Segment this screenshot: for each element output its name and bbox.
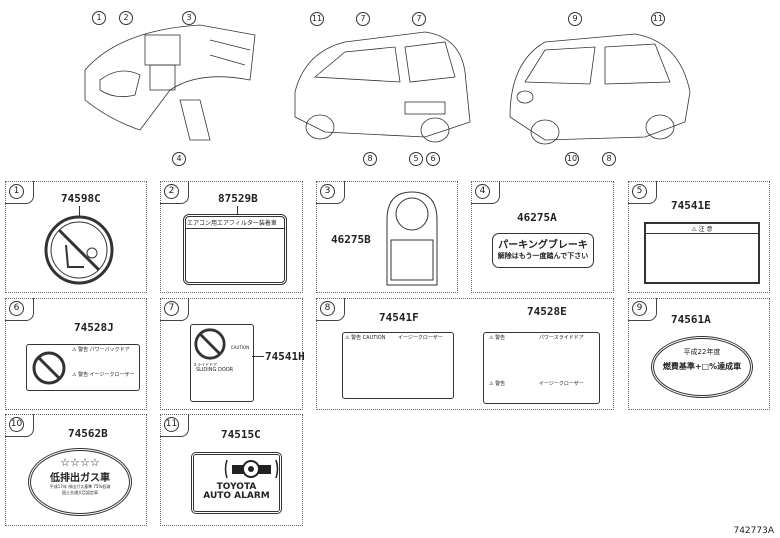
no-hand-icon bbox=[194, 328, 226, 360]
fuel-economy-label: 平成22年度 燃費基準+□%達成車 bbox=[651, 336, 753, 398]
panel-number: 5 bbox=[632, 184, 647, 199]
panel-11: 11 74515C TOYOTA AUTO ALARM bbox=[160, 414, 303, 526]
sliding-door-label: CAUTION スライドドア SLIDING DOOR bbox=[190, 324, 254, 402]
panel-3: 3 46275B bbox=[316, 181, 458, 293]
callout-5: 5 bbox=[409, 152, 423, 166]
door-jp-text: スライドドア bbox=[193, 362, 217, 367]
stars: ☆☆☆☆ bbox=[60, 456, 100, 469]
callout-10: 10 bbox=[565, 152, 579, 166]
panel-7: 7 74541H CAUTION スライドドア SLIDING DOOR bbox=[160, 298, 305, 410]
panel-10: 10 74562B ☆☆☆☆ 低排出ガス車 平成17年 排出ガス基準 75%低減… bbox=[5, 414, 147, 526]
panel-9: 9 74561A 平成22年度 燃費基準+□%達成車 bbox=[628, 298, 770, 410]
panel-number: 11 bbox=[164, 417, 179, 432]
callout-4: 4 bbox=[172, 152, 186, 166]
car-rear-illustration bbox=[509, 33, 691, 145]
callout-7b: 7 bbox=[412, 12, 426, 26]
label-title: イージークローザー bbox=[398, 335, 443, 341]
callout-3: 3 bbox=[182, 11, 196, 25]
label-line: 解除はもう一度踏んで下さい bbox=[497, 252, 589, 260]
caution-text: ⚠ 警告 CAUTION bbox=[345, 335, 386, 341]
panel-5: 5 74541E ⚠ 注 意 bbox=[628, 181, 770, 293]
part-number[interactable]: 74515C bbox=[221, 428, 261, 441]
part-number[interactable]: 74541F bbox=[379, 311, 419, 324]
label-line: TOYOTA bbox=[216, 482, 257, 492]
label-line: AUTO ALARM bbox=[203, 491, 270, 501]
callout-1: 1 bbox=[92, 11, 106, 25]
label-row: ⚠ 警告 パワーバックドア bbox=[72, 347, 130, 353]
part-number[interactable]: 74541H bbox=[265, 350, 305, 363]
label-line: 平成22年度 bbox=[683, 348, 721, 356]
caution-text: CAUTION bbox=[231, 345, 250, 350]
warning-text: ⚠ 警告 bbox=[489, 335, 506, 341]
label-line: 燃費基準+□%達成車 bbox=[662, 362, 742, 371]
label-line: 国土交通大臣認定車 bbox=[62, 490, 98, 495]
auto-alarm-label: TOYOTA AUTO ALARM bbox=[191, 452, 282, 514]
air-filter-label: エアコン用エアフィルター装着車 bbox=[183, 214, 287, 285]
label-line: 低排出ガス車 bbox=[50, 473, 110, 484]
panel-number: 1 bbox=[9, 184, 24, 199]
panel-number: 6 bbox=[9, 301, 24, 316]
easy-closer-label: ⚠ 警告 CAUTION イージークローザー bbox=[342, 332, 454, 399]
alarm-icon bbox=[224, 459, 279, 479]
panel-number: 3 bbox=[320, 184, 335, 199]
label-row: イージークローザー bbox=[539, 381, 584, 387]
label-row: パワースライドドア bbox=[539, 335, 584, 341]
panel-6: 6 74528J ⚠ 警告 パワーバックドア ⚠ 警告 イージークローザー bbox=[5, 298, 147, 410]
callout-11: 11 bbox=[310, 12, 324, 26]
part-number[interactable]: 46275B bbox=[331, 233, 371, 246]
panel-8: 8 74541F 74528E ⚠ 警告 CAUTION イージークローザー ⚠… bbox=[316, 298, 614, 410]
panel-number: 2 bbox=[164, 184, 179, 199]
door-en-text: SLIDING DOOR bbox=[196, 367, 234, 373]
callout-7: 7 bbox=[356, 12, 370, 26]
part-number[interactable]: 74541E bbox=[671, 199, 711, 212]
airbag-warning-label-icon bbox=[44, 215, 114, 285]
callout-2: 2 bbox=[119, 11, 133, 25]
no-hand-icon bbox=[32, 351, 66, 385]
part-number[interactable]: 74598C bbox=[61, 192, 101, 205]
part-number[interactable]: 74528E bbox=[527, 305, 567, 318]
warning-text: ⚠ 警告 bbox=[489, 381, 506, 387]
power-back-door-label: ⚠ 警告 パワーバックドア ⚠ 警告 イージークローザー bbox=[26, 344, 140, 391]
callout-8b: 8 bbox=[602, 152, 616, 166]
panel-number: 10 bbox=[9, 417, 24, 432]
part-number[interactable]: 74561A bbox=[671, 313, 711, 326]
car-front-illustration bbox=[294, 31, 471, 143]
panel-4: 4 46275A パーキングブレーキ 解除はもう一度踏んで下さい bbox=[471, 181, 614, 293]
panel-number: 4 bbox=[475, 184, 490, 199]
callout-11b: 11 bbox=[651, 12, 665, 26]
label-row: ⚠ 警告 イージークローザー bbox=[72, 372, 135, 378]
panel-number: 9 bbox=[632, 301, 647, 316]
panel-2: 2 87529B エアコン用エアフィルター装着車 bbox=[160, 181, 303, 293]
hang-tag-label bbox=[386, 191, 438, 286]
panel-number: 7 bbox=[164, 301, 179, 316]
part-number[interactable]: 74562B bbox=[68, 427, 108, 440]
part-number[interactable]: 74528J bbox=[74, 321, 114, 334]
caution-label: ⚠ 注 意 bbox=[644, 222, 760, 284]
label-line: パーキングブレーキ bbox=[498, 240, 588, 251]
dashboard-illustration bbox=[84, 24, 256, 141]
low-emission-label: ☆☆☆☆ 低排出ガス車 平成17年 排出ガス基準 75%低減 国土交通大臣認定車 bbox=[28, 448, 132, 516]
part-number[interactable]: 87529B bbox=[218, 192, 258, 205]
diagram-id: 742773A bbox=[733, 526, 774, 536]
callout-8: 8 bbox=[363, 152, 377, 166]
label-line: 平成17年 排出ガス基準 75%低減 bbox=[49, 484, 111, 489]
part-number[interactable]: 46275A bbox=[517, 211, 557, 224]
label-title: ⚠ 注 意 bbox=[646, 224, 758, 234]
parking-brake-label: パーキングブレーキ 解除はもう一度踏んで下さい bbox=[492, 233, 594, 268]
label-text: エアコン用エアフィルター装着車 bbox=[186, 217, 284, 229]
callout-6: 6 bbox=[426, 152, 440, 166]
panel-number: 8 bbox=[320, 301, 335, 316]
power-slide-door-label: ⚠ 警告 パワースライドドア ⚠ 警告 イージークローザー bbox=[483, 332, 600, 404]
callout-9: 9 bbox=[568, 12, 582, 26]
panel-1: 1 74598C bbox=[5, 181, 147, 293]
